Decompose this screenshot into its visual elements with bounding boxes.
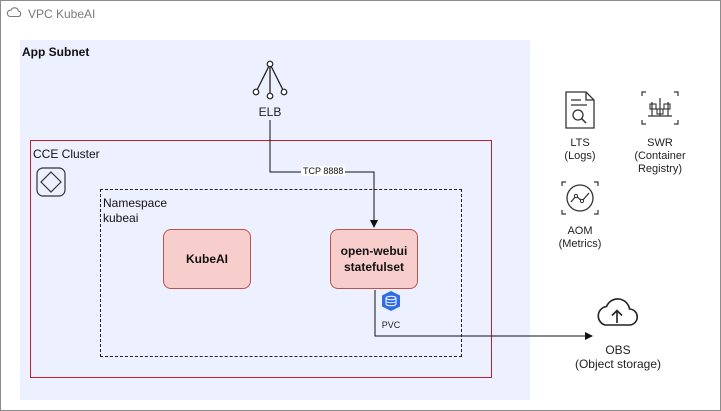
log-file-icon [562,90,598,130]
container-registry-icon [640,88,680,128]
obs-label: OBS (Object storage) [566,343,670,371]
kubeai-label: KubeAI [186,252,228,266]
tcp-label: TCP 8888 [301,166,346,176]
open-webui-box: open-webui statefulset [330,229,418,289]
obs-label-line2: (Object storage) [574,357,662,371]
cloud-icon [6,5,22,23]
aom-label-line1: AOM [567,225,593,237]
metrics-icon [560,178,600,218]
cce-title: CCE Cluster [33,147,100,161]
load-balancer-icon [252,60,288,100]
swr-label-line2: (Container [634,150,686,162]
aom-label: AOM (Metrics) [550,225,610,251]
pvc-label: PVC [381,320,401,330]
cluster-icon [35,166,67,198]
webui-to-obs-edge [374,290,593,340]
cce-cluster [30,140,492,378]
namespace-title-line1: Namespace [103,196,168,210]
lts-label: LTS (Logs) [550,137,610,163]
namespace-title: Namespace kubeai [103,196,167,226]
app-subnet [20,40,530,400]
obs-label-line1: OBS [605,343,631,357]
webui-label-line2: statefulset [343,260,405,274]
subnet-title: App Subnet [22,45,90,59]
namespace-box [100,189,462,357]
vpc-title: VPC KubeAI [28,7,96,21]
aom-label-line2: (Metrics) [558,238,602,250]
elb-label: ELB [258,105,282,119]
swr-label: SWR (Container Registry) [620,137,700,176]
namespace-title-line2: kubeai [103,211,139,225]
cloud-upload-icon [594,294,640,330]
webui-label-line1: open-webui [340,244,408,258]
swr-label-line1: SWR [647,137,673,149]
swr-label-line3: Registry) [637,163,682,175]
storage-volume-icon [380,290,402,312]
vpc-header: VPC KubeAI [6,6,95,22]
kubeai-box: KubeAI [163,229,251,289]
lts-label-line2: (Logs) [564,150,596,162]
lts-label-line1: LTS [570,137,590,149]
